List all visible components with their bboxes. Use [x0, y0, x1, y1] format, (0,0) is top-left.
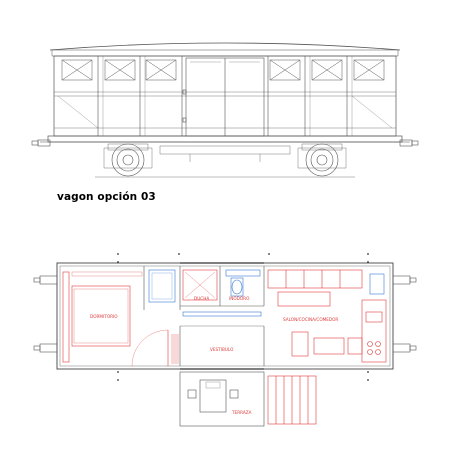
- wagon-elevation: [31, 42, 419, 178]
- label-inodoro: INODORO: [229, 296, 250, 301]
- label-ducha: DUCHA: [194, 296, 209, 301]
- label-terraza: TERRAZA: [231, 410, 252, 415]
- drawing-caption: vagon opción 03: [57, 191, 156, 203]
- label-vestibulo: VESTIBULO: [210, 347, 234, 352]
- right-wheelset: [297, 143, 347, 177]
- left-wheelset: [103, 143, 153, 177]
- blue-fixtures: [148, 269, 385, 317]
- label-salon: SALON/COCINA/COMEDOR: [283, 317, 338, 322]
- label-dormitorio: DORMITORIO: [90, 314, 118, 319]
- red-layout: [62, 269, 387, 425]
- vestibule-step: [171, 334, 179, 364]
- terrace: [179, 371, 265, 427]
- wagon-plan: [33, 253, 417, 381]
